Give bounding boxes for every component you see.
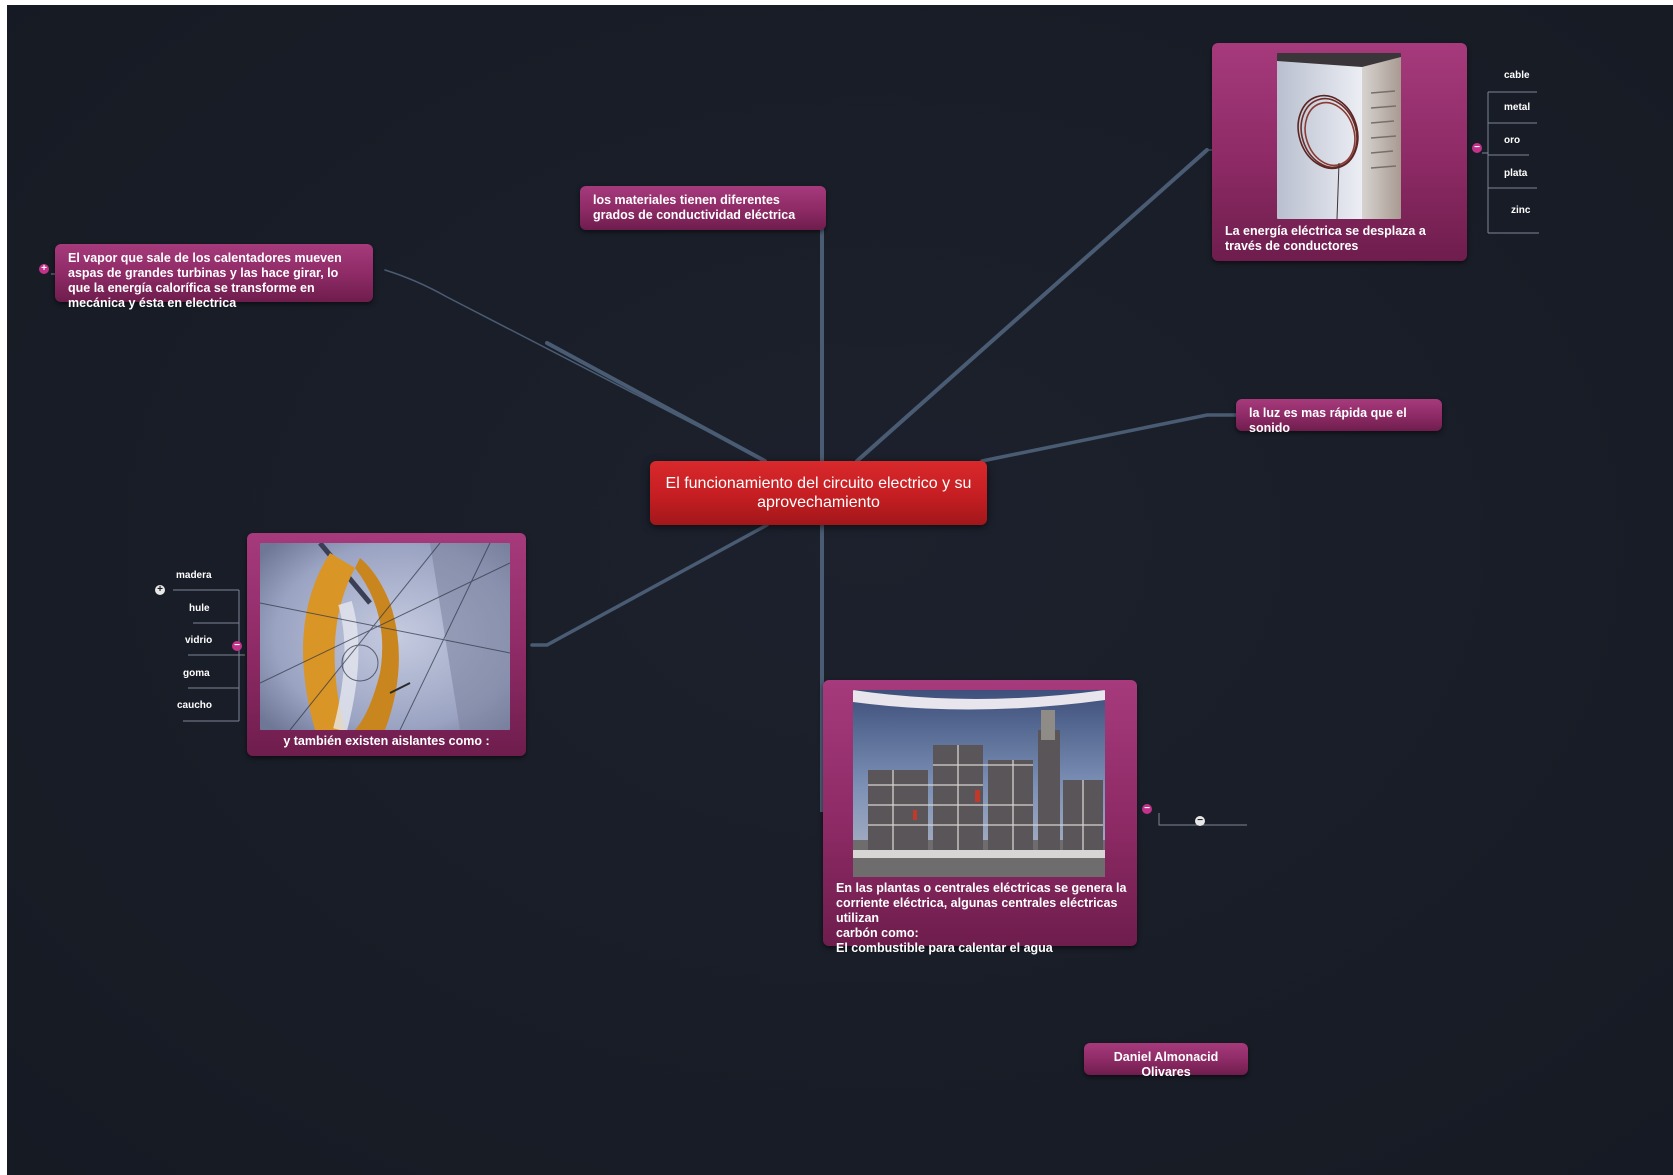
node-conductors-label: La energía eléctrica se desplaza a travé… <box>1225 224 1426 253</box>
node-author-label: Daniel Almonacid Olivares <box>1113 1050 1219 1079</box>
mindmap-canvas[interactable]: El funcionamiento del circuito electrico… <box>7 5 1673 1175</box>
collapse-toggle-plants[interactable]: − <box>1142 804 1152 814</box>
leaf-goma[interactable]: goma <box>183 668 210 679</box>
central-topic-label: El funcionamiento del circuito electrico… <box>665 475 972 511</box>
leaf-plata[interactable]: plata <box>1504 168 1528 179</box>
collapse-toggle-conductors[interactable]: − <box>1472 143 1482 153</box>
node-steam[interactable]: El vapor que sale de los calentadores mu… <box>55 244 373 310</box>
leaf-caucho[interactable]: caucho <box>177 700 213 711</box>
node-plants-line-4: El combustible para calentar el agua <box>836 941 1053 955</box>
node-conductors[interactable]: La energía eléctrica se desplaza a travé… <box>1212 43 1467 261</box>
node-insulators-label: y también existen aislantes como : <box>283 734 490 748</box>
link-conductors <box>855 148 1209 463</box>
node-plants[interactable]: En las plantas o centrales eléctricas se… <box>823 680 1137 955</box>
expand-toggle-insulators[interactable]: + <box>155 585 165 595</box>
node-steam-label: El vapor que sale de los calentadores mu… <box>68 251 342 310</box>
node-materials-label: los materiales tienen diferentes grados … <box>593 193 796 222</box>
insulator-photo <box>260 543 510 730</box>
node-plants-label: En las plantas o centrales eléctricas se… <box>836 881 1131 956</box>
node-plants-line-1: En las plantas o centrales eléctricas se… <box>836 881 1127 895</box>
leaf-metal[interactable]: metal <box>1504 102 1531 113</box>
central-topic[interactable]: El funcionamiento del circuito electrico… <box>650 461 987 525</box>
leaf-zinc[interactable]: zinc <box>1511 205 1531 216</box>
leaf-oro[interactable]: oro <box>1504 135 1521 146</box>
node-plants-line-2: corriente eléctrica, algunas centrales e… <box>836 896 1118 925</box>
link-steam <box>384 269 766 462</box>
link-light <box>980 413 1244 463</box>
node-insulators[interactable]: y también existen aislantes como : <box>247 533 526 756</box>
expand-toggle-steam[interactable]: + <box>39 264 49 274</box>
link-insulators <box>530 523 769 647</box>
link-steam-thick <box>545 341 767 463</box>
coil-photo <box>1277 53 1401 219</box>
node-materials[interactable]: los materiales tienen diferentes grados … <box>580 186 826 230</box>
leaf-hule[interactable]: hule <box>189 603 210 614</box>
leaf-madera[interactable]: madera <box>176 570 212 581</box>
collapse-toggle-insulators[interactable]: − <box>232 641 242 651</box>
collapse-toggle-plants-branch[interactable]: − <box>1195 816 1205 826</box>
node-light[interactable]: la luz es mas rápida que el sonido <box>1236 399 1442 435</box>
node-author[interactable]: Daniel Almonacid Olivares <box>1084 1043 1248 1079</box>
node-light-label: la luz es mas rápida que el sonido <box>1249 406 1407 435</box>
leaf-vidrio[interactable]: vidrio <box>185 635 213 646</box>
power-plant-photo <box>853 690 1105 877</box>
connection-lines <box>51 91 1539 826</box>
node-plants-line-3: carbón como: <box>836 926 919 940</box>
leaf-cable[interactable]: cable <box>1504 70 1530 81</box>
